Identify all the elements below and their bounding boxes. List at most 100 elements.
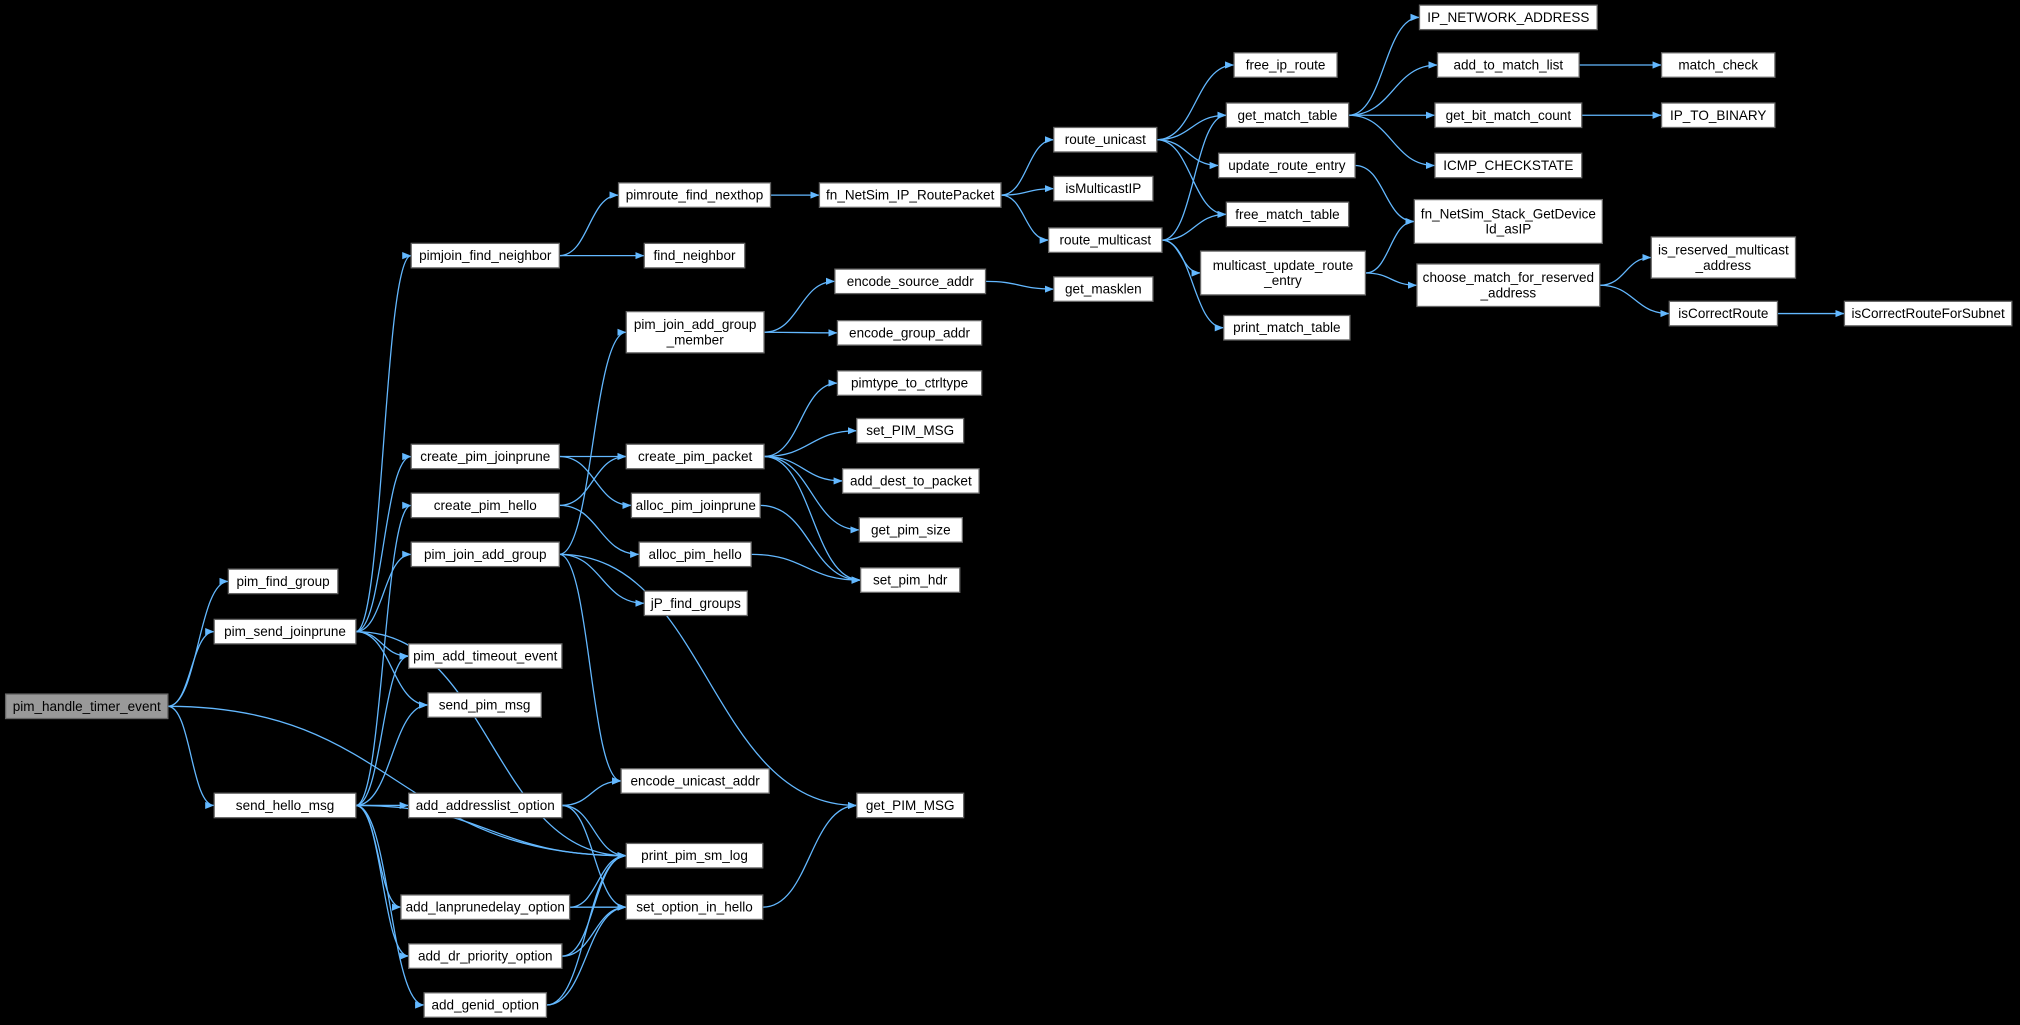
call-edge-pim_join_add_group-to-get_PIM_MSG [559,553,857,810]
call-edge-send_hello_msg-to-print_pim_sm_log [355,804,627,860]
function-node-create_pim_joinprune[interactable]: create_pim_joinprune [410,443,560,470]
function-node-pimroute_find_nexthop[interactable]: pimroute_find_nexthop [617,182,772,208]
node-box [856,417,965,444]
node-box [1225,102,1350,129]
node-box [400,894,571,921]
node-label: send_hello_msg [236,798,334,813]
node-box [408,792,563,819]
function-node-add_dest_to_packet[interactable]: add_dest_to_packet [841,468,980,494]
function-node-print_match_table[interactable]: print_match_table [1223,314,1351,341]
node-label: _address [1480,285,1537,300]
call-edge-add_addresslist_option-to-encode_unicast_addr [561,777,622,807]
node-label: alloc_pim_hello [649,547,742,562]
function-node-get_PIM_MSG[interactable]: get_PIM_MSG [856,792,965,819]
function-node-IP_NETWORK_ADDRESS[interactable]: IP_NETWORK_ADDRESS [1418,4,1598,31]
function-node-isCorrectRouteForSubnet[interactable]: isCorrectRouteForSubnet [1843,300,2013,327]
function-node-pim_find_group[interactable]: pim_find_group [227,568,339,595]
function-node-ICMP_CHECKSTATE[interactable]: ICMP_CHECKSTATE [1434,152,1583,179]
node-label: isCorrectRoute [1678,306,1768,321]
function-node-get_match_table[interactable]: get_match_table [1225,102,1350,129]
function-node-add_genid_option[interactable]: add_genid_option [423,992,548,1018]
function-node-get_bit_match_count[interactable]: get_bit_match_count [1434,102,1583,129]
function-node-create_pim_hello[interactable]: create_pim_hello [410,492,560,519]
node-box [1053,276,1154,302]
node-box [836,319,983,346]
node-box [1199,250,1367,296]
function-node-free_match_table[interactable]: free_match_table [1225,201,1350,228]
function-node-get_pim_size[interactable]: get_pim_size [858,517,963,543]
call-edge-send_hello_msg-to-add_dr_priority_option [355,804,409,960]
function-node-fn_NetSim_IP_RoutePacket[interactable]: fn_NetSim_IP_RoutePacket [818,182,1002,208]
node-label: choose_match_for_reserved [1423,270,1594,285]
function-node-isMulticastIP[interactable]: isMulticastIP [1053,175,1154,202]
node-box [410,242,560,269]
function-node-send_hello_msg[interactable]: send_hello_msg [213,792,357,819]
node-box [1843,300,2013,327]
call-edge-create_pim_packet-to-get_pim_size [764,455,860,534]
function-node-alloc_pim_joinprune[interactable]: alloc_pim_joinprune [630,492,761,519]
call-edge-send_hello_msg-to-send_pim_msg [355,701,428,807]
function-node-find_neighbor[interactable]: find_neighbor [643,242,746,269]
call-edge-pim_join_add_group-to-pim_join_add_group_member [559,328,627,555]
function-node-create_pim_packet[interactable]: create_pim_packet [625,443,765,470]
function-node-get_masklen[interactable]: get_masklen [1053,276,1154,302]
node-box [1223,314,1351,341]
function-node-choose_match_for_reserved_address[interactable]: choose_match_for_reserved_address [1416,263,1601,308]
node-box [1413,198,1603,245]
function-node-route_unicast[interactable]: route_unicast [1053,126,1158,153]
node-label: pim_join_add_group [424,547,547,562]
function-node-alloc_pim_hello[interactable]: alloc_pim_hello [638,541,752,568]
function-node-encode_source_addr[interactable]: encode_source_addr [834,268,987,295]
function-node-encode_unicast_addr[interactable]: encode_unicast_addr [620,768,770,794]
function-node-is_reserved_multicast_address[interactable]: is_reserved_multicast_address [1650,236,1797,279]
function-node-set_pim_hdr[interactable]: set_pim_hdr [859,567,961,593]
function-node-add_to_match_list[interactable]: add_to_match_list [1436,52,1580,78]
function-node-IP_TO_BINARY[interactable]: IP_TO_BINARY [1660,102,1776,129]
function-node-isCorrectRoute[interactable]: isCorrectRoute [1668,300,1779,327]
node-label: set_option_in_hello [636,900,752,915]
node-box [859,567,961,593]
function-node-pim_join_add_group_member[interactable]: pim_join_add_group_member [625,310,765,354]
node-box [408,943,563,969]
function-node-jP_find_groups[interactable]: jP_find_groups [643,590,748,617]
node-label: free_ip_route [1246,58,1326,73]
node-label: add_dest_to_packet [850,473,972,488]
node-box [625,842,764,869]
node-box [213,618,357,645]
node-box [638,541,752,568]
call-edge-route_multicast-to-get_match_table [1161,111,1227,241]
call-edge-create_pim_hello-to-create_pim_packet [559,452,627,507]
function-node-add_dr_priority_option[interactable]: add_dr_priority_option [408,943,563,969]
node-label: free_match_table [1235,207,1339,222]
function-node-route_multicast[interactable]: route_multicast [1047,227,1163,254]
call-edge-multicast_update_route_entry-to-fn_NetSim_Stack_GetDeviceId_asIP [1365,217,1415,274]
function-node-match_check[interactable]: match_check [1660,52,1776,78]
function-node-add_addresslist_option[interactable]: add_addresslist_option [408,792,563,819]
call-edge-create_pim_packet-to-pimtype_to_ctrltype [764,379,838,458]
node-label: pim_handle_timer_event [13,699,161,714]
function-node-pimjoin_find_neighbor[interactable]: pimjoin_find_neighbor [410,242,560,269]
function-node-pim_add_timeout_event[interactable]: pim_add_timeout_event [408,643,563,669]
node-label: add_dr_priority_option [418,949,553,964]
function-node-free_ip_route[interactable]: free_ip_route [1233,52,1338,78]
function-node-set_PIM_MSG[interactable]: set_PIM_MSG [856,417,965,444]
function-node-print_pim_sm_log[interactable]: print_pim_sm_log [625,842,764,869]
node-label: pimjoin_find_neighbor [419,248,552,263]
node-label: IP_TO_BINARY [1670,108,1766,123]
function-node-multicast_update_route_entry[interactable]: multicast_update_route_entry [1199,250,1367,296]
function-node-pim_send_joinprune[interactable]: pim_send_joinprune [213,618,357,645]
node-box [423,992,548,1018]
function-node-add_lanprunedelay_option[interactable]: add_lanprunedelay_option [400,894,571,921]
function-node-update_route_entry[interactable]: update_route_entry [1217,152,1356,179]
function-node-pim_handle_timer_event[interactable]: pim_handle_timer_event [4,693,169,720]
node-box [630,492,761,519]
node-box [1047,227,1163,254]
function-node-encode_group_addr[interactable]: encode_group_addr [836,319,983,346]
function-node-set_option_in_hello[interactable]: set_option_in_hello [625,894,764,921]
function-node-pimtype_to_ctrltype[interactable]: pimtype_to_ctrltype [836,370,983,396]
call-edge-route_multicast-to-print_match_table [1161,239,1224,332]
function-node-send_pim_msg[interactable]: send_pim_msg [427,692,542,718]
call-edge-encode_source_addr-to-get_masklen [985,280,1054,293]
function-node-pim_join_add_group[interactable]: pim_join_add_group [410,541,560,568]
